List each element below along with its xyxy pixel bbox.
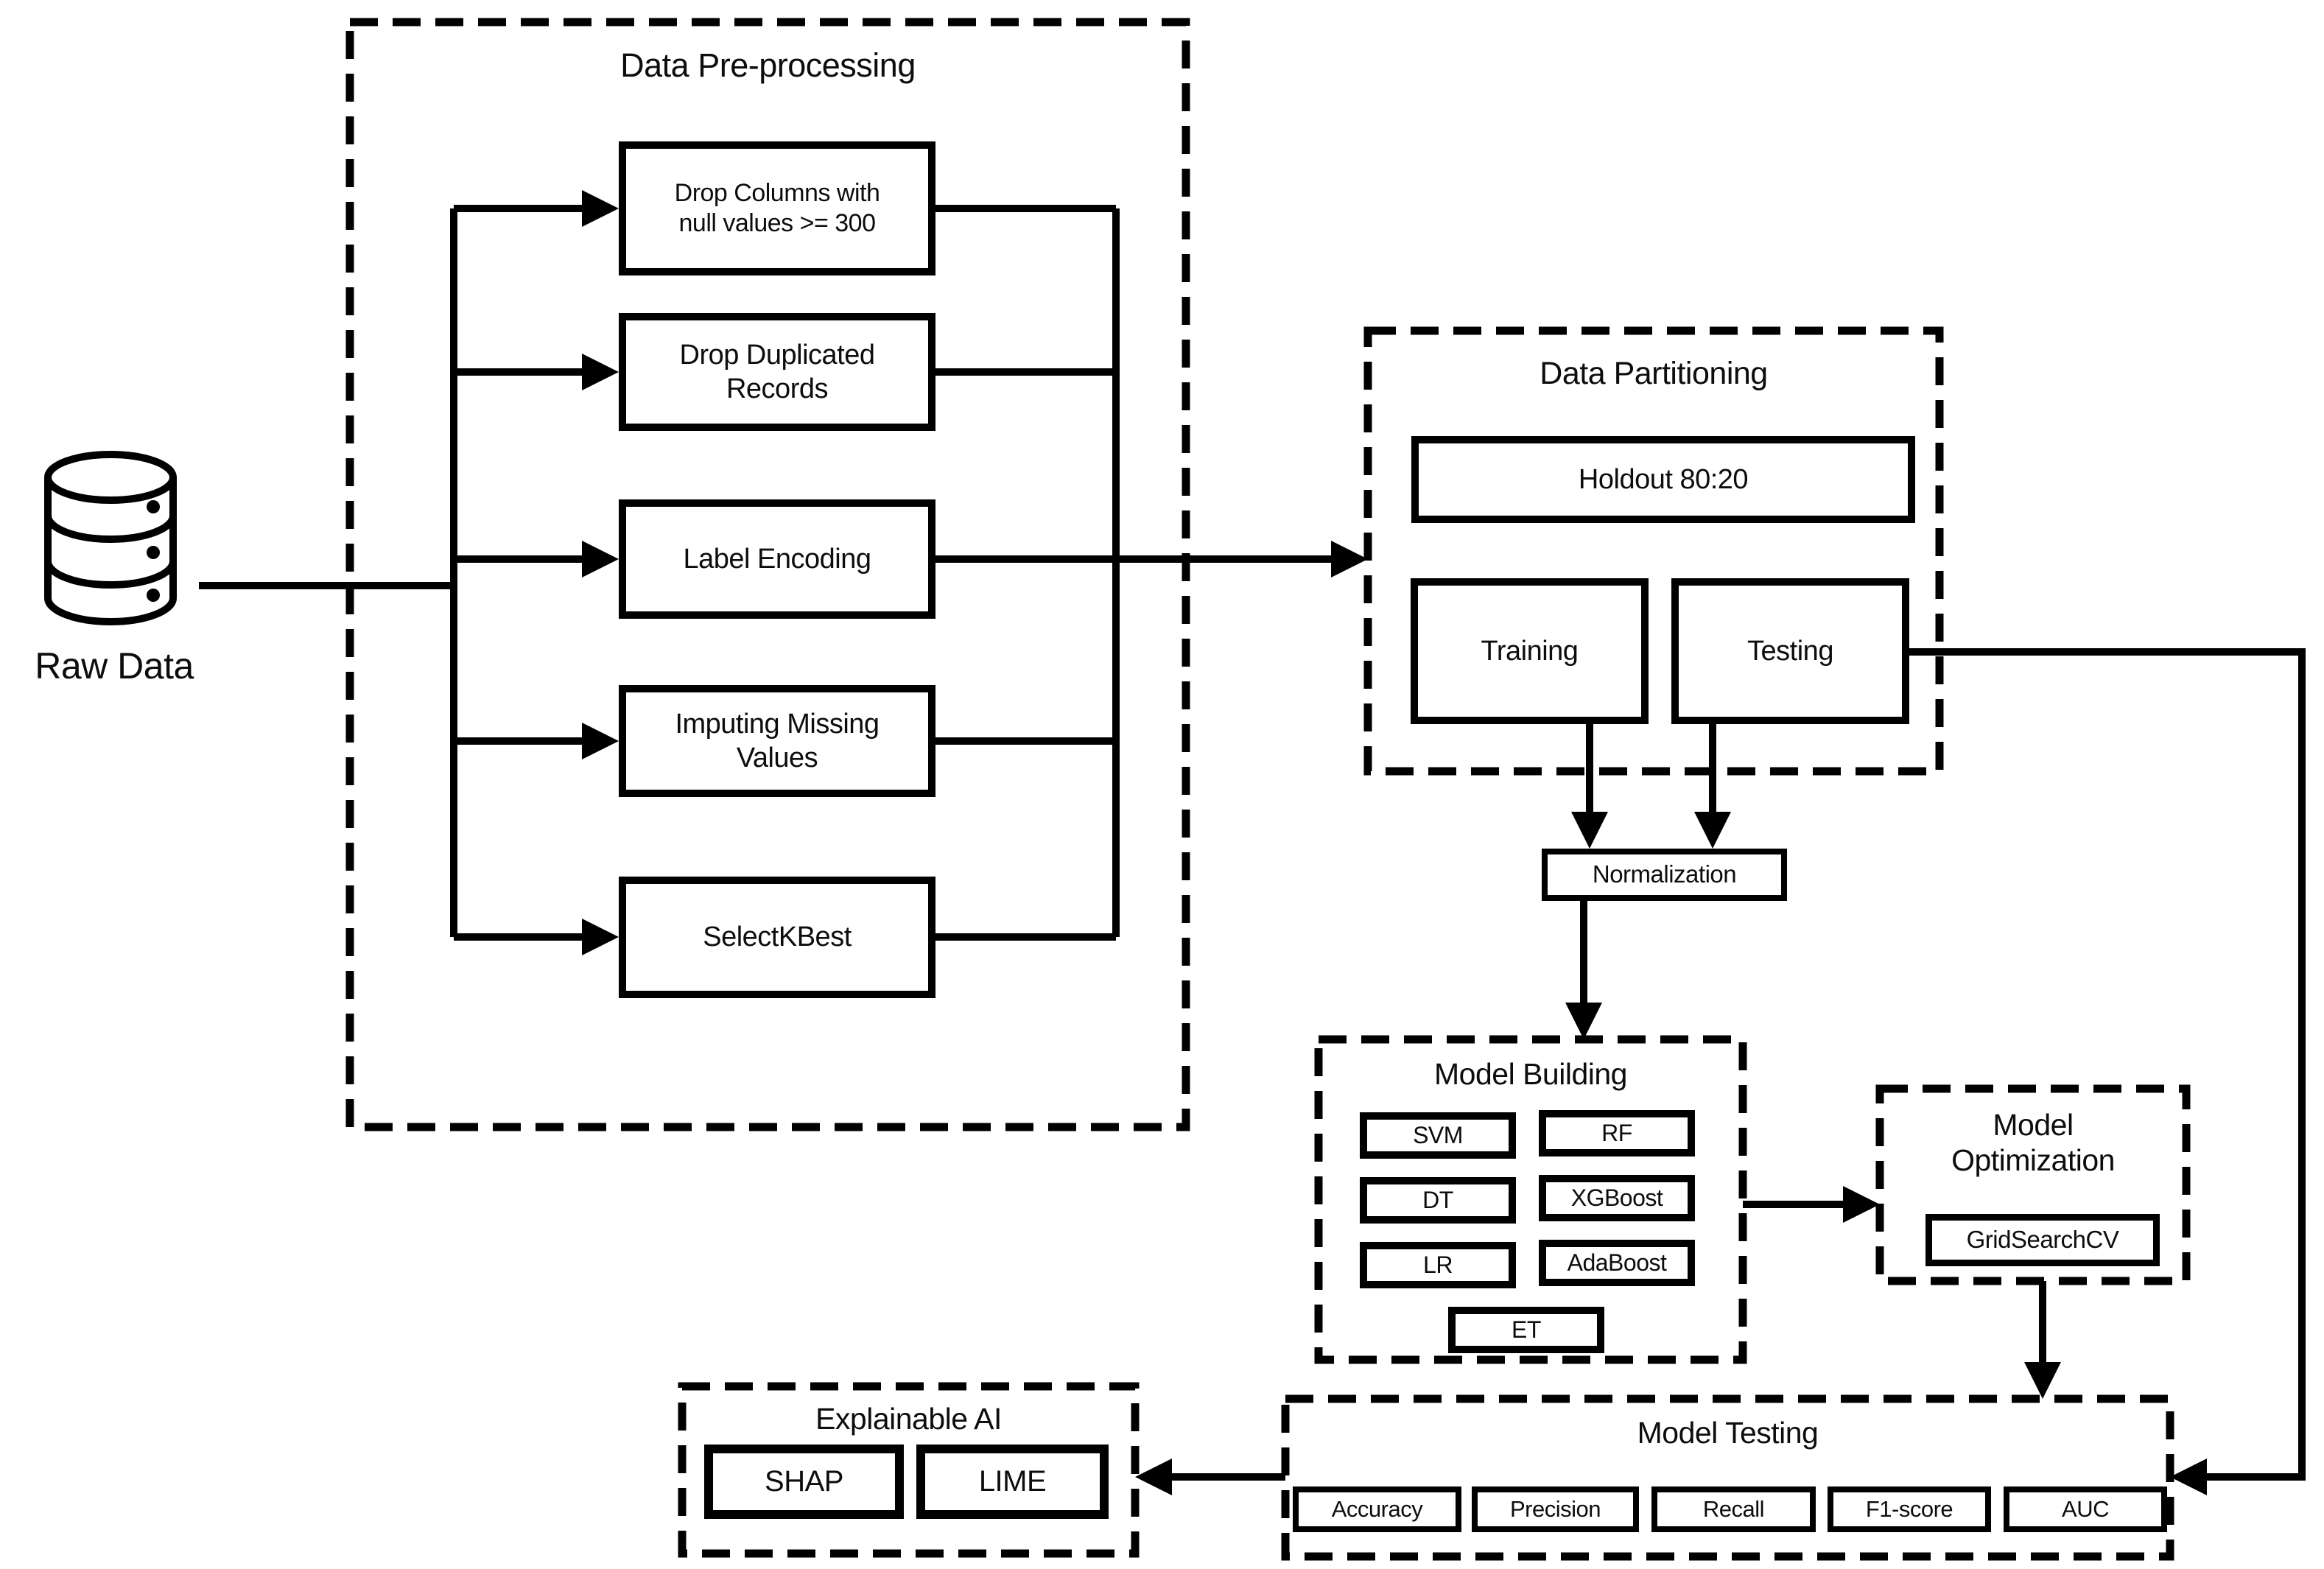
partitioning-title: Data Partitioning xyxy=(1540,356,1768,391)
step-label-encoding: Label Encoding xyxy=(619,499,935,619)
model-testing-title: Model Testing xyxy=(1637,1416,1819,1450)
model-dt-box: DT xyxy=(1360,1177,1516,1224)
step-drop-duplicated: Drop Duplicated Records xyxy=(619,313,935,431)
metric-accuracy-box: Accuracy xyxy=(1293,1486,1461,1532)
metric-precision-box: Precision xyxy=(1472,1486,1639,1532)
metric-f1-score-box: F1-score xyxy=(1828,1486,1991,1532)
model-optimization-title: Model Optimization xyxy=(1951,1108,2115,1178)
training-box: Training xyxy=(1411,578,1649,724)
raw-data-label: Raw Data xyxy=(35,645,194,687)
model-adaboost-box: AdaBoost xyxy=(1539,1240,1695,1286)
explainable-ai-title: Explainable AI xyxy=(815,1402,1002,1436)
model-optimization-container-border xyxy=(1875,1084,2191,1285)
model-svm-box: SVM xyxy=(1360,1112,1516,1159)
model-lr-box: LR xyxy=(1360,1242,1516,1288)
preprocessing-title: Data Pre-processing xyxy=(620,46,916,84)
step-selectkbest: SelectKBest xyxy=(619,877,935,998)
gridsearchcv-box: GridSearchCV xyxy=(1925,1214,2160,1266)
shap-box: SHAP xyxy=(704,1445,904,1519)
normalization-box: Normalization xyxy=(1542,849,1787,901)
model-xgboost-box: XGBoost xyxy=(1539,1175,1695,1221)
metric-recall-box: Recall xyxy=(1651,1486,1816,1532)
database-icon xyxy=(44,451,177,625)
model-building-container-border xyxy=(1314,1035,1747,1364)
step-imputing-missing: Imputing Missing Values xyxy=(619,685,935,797)
model-building-title: Model Building xyxy=(1434,1057,1627,1091)
holdout-box: Holdout 80:20 xyxy=(1411,436,1915,523)
lime-box: LIME xyxy=(916,1445,1109,1519)
metric-auc-box: AUC xyxy=(2004,1486,2167,1532)
partitioning-container-border xyxy=(1363,326,1944,776)
preprocessing-container-border xyxy=(345,18,1190,1131)
arrow-testing-to-model-testing xyxy=(1909,648,2306,1495)
model-et-box: ET xyxy=(1448,1307,1604,1353)
model-rf-box: RF xyxy=(1539,1110,1695,1156)
testing-box: Testing xyxy=(1671,578,1909,724)
step-drop-columns: Drop Columns with null values >= 300 xyxy=(619,141,935,275)
